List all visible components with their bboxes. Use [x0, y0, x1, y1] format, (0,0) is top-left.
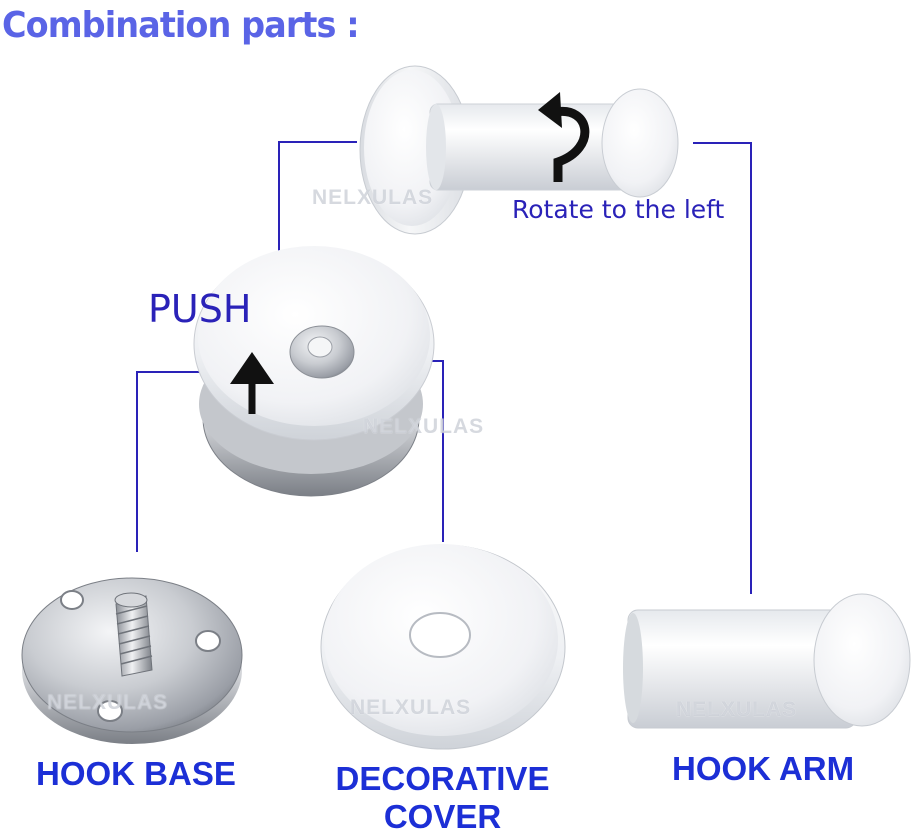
push-arrow-head	[230, 352, 274, 384]
watermark: NELXULAS	[312, 186, 434, 209]
page-title: Combination parts :	[2, 5, 360, 46]
watermark: NELXULAS	[676, 698, 798, 721]
watermark: NELXULAS	[47, 691, 169, 714]
hook-base-image	[21, 577, 243, 744]
leader-rotor-to-hook-arm	[693, 142, 752, 594]
rotate-arrow-head	[538, 92, 562, 128]
hook-base-caption: HOOK BASE	[36, 755, 236, 792]
push-assembly-image	[193, 246, 435, 497]
assembled-hook-image	[359, 65, 679, 235]
watermark: NELXULAS	[350, 696, 472, 719]
push-label: PUSH	[148, 287, 252, 331]
hook-arm-image	[623, 593, 911, 729]
decorative-cover-caption: DECORATIVE COVER	[335, 760, 550, 834]
rotate-label: Rotate to the left	[512, 195, 725, 224]
leader-base-to-assembly	[136, 371, 205, 552]
leader-assembly-to-cover	[278, 141, 357, 278]
hook-arm-caption: HOOK ARM	[672, 750, 855, 787]
rotate-left-arrow-icon	[553, 107, 590, 182]
decorative-cover-image	[320, 544, 566, 750]
watermark: NELXULAS	[363, 415, 485, 438]
